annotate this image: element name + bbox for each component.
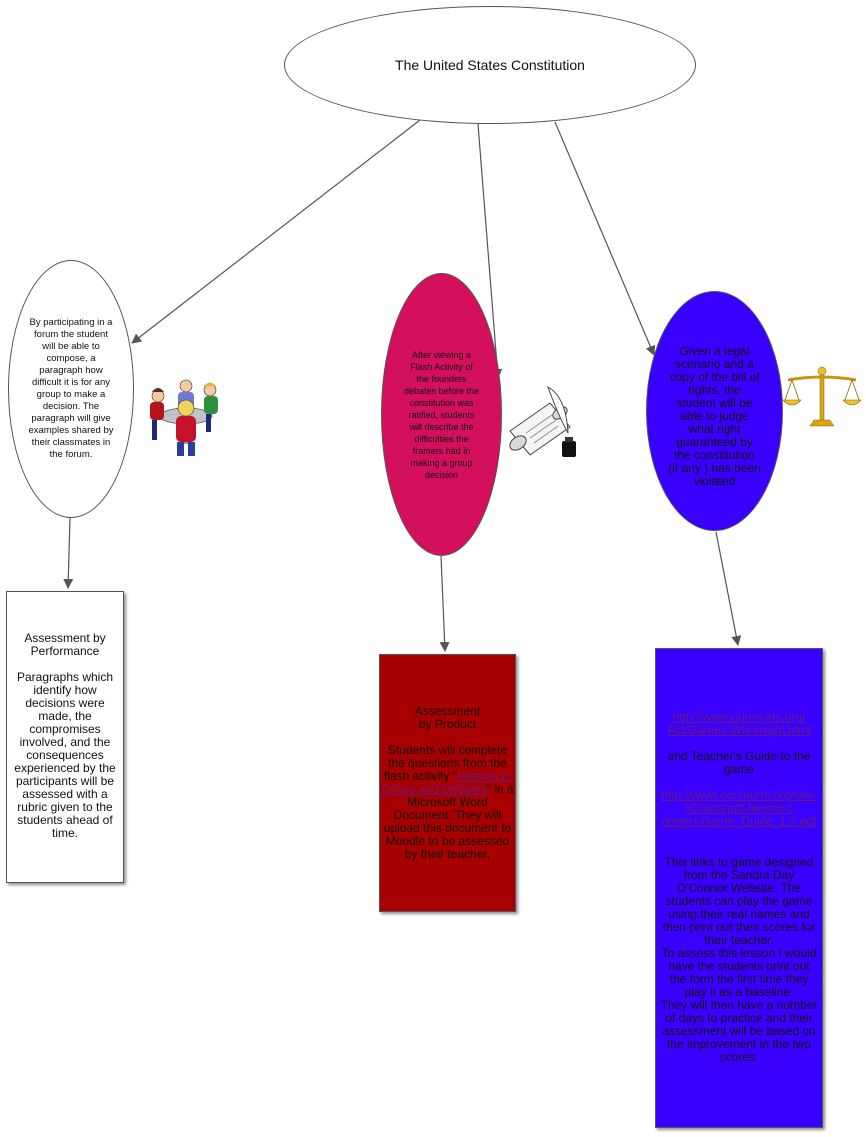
arrow-objective-3-to-game <box>715 531 742 646</box>
game-guide-text: and Teacher's Guide to the game <box>667 749 811 776</box>
root-node: The United States Constitution <box>284 6 696 124</box>
objective-text: By participating in a forum the student … <box>28 317 114 460</box>
assessment-game-box: http://www.ourcourts.org/ Act/Games-Whom… <box>655 648 823 1128</box>
assessment-body: Students will complete the questions fro… <box>381 743 514 861</box>
assessment-title: Assessment by Product <box>414 704 481 731</box>
teacher-guide-link[interactable]: http://www.ourcourts.org/site- /Courts/p… <box>661 788 817 828</box>
scales-of-justice-icon <box>782 366 862 427</box>
game-description: This links to game designed from the San… <box>660 855 818 1064</box>
objective-node-flash: After viewing a Flash Activity of the fo… <box>381 273 502 556</box>
arrow-objective-2-to-product <box>439 555 450 652</box>
scroll-and-quill-icon <box>509 385 576 457</box>
assessment-product-box: Assessment by Product Students will comp… <box>379 654 516 912</box>
objective-node-legal: Given a legal scenario and a copy of the… <box>646 291 783 531</box>
arrow-root-to-objective-1 <box>131 119 421 344</box>
objective-text: After viewing a Flash Activity of the fo… <box>403 349 480 480</box>
arrow-objective-1-to-performance <box>63 517 74 589</box>
assessment-body: Paragraphs which identify how decisions … <box>14 670 116 840</box>
objective-node-forum: By participating in a forum the student … <box>8 260 134 518</box>
game-link[interactable]: http://www.ourcourts.org/ Act/Games-Whom… <box>667 710 811 737</box>
objective-text: Given a legal scenario and a copy of the… <box>668 343 761 488</box>
people-at-table-icon <box>150 379 218 456</box>
arrow-root-to-objective-2 <box>477 123 503 379</box>
flash-activity-link[interactable]: Mission 2: Crises and Debates <box>381 769 511 796</box>
arrow-root-to-objective-3 <box>554 121 656 356</box>
assessment-performance-box: Assessment by Performance Paragraphs whi… <box>6 591 124 883</box>
root-title: The United States Constitution <box>395 57 585 73</box>
assessment-title: Assessment by Performance <box>24 631 106 658</box>
